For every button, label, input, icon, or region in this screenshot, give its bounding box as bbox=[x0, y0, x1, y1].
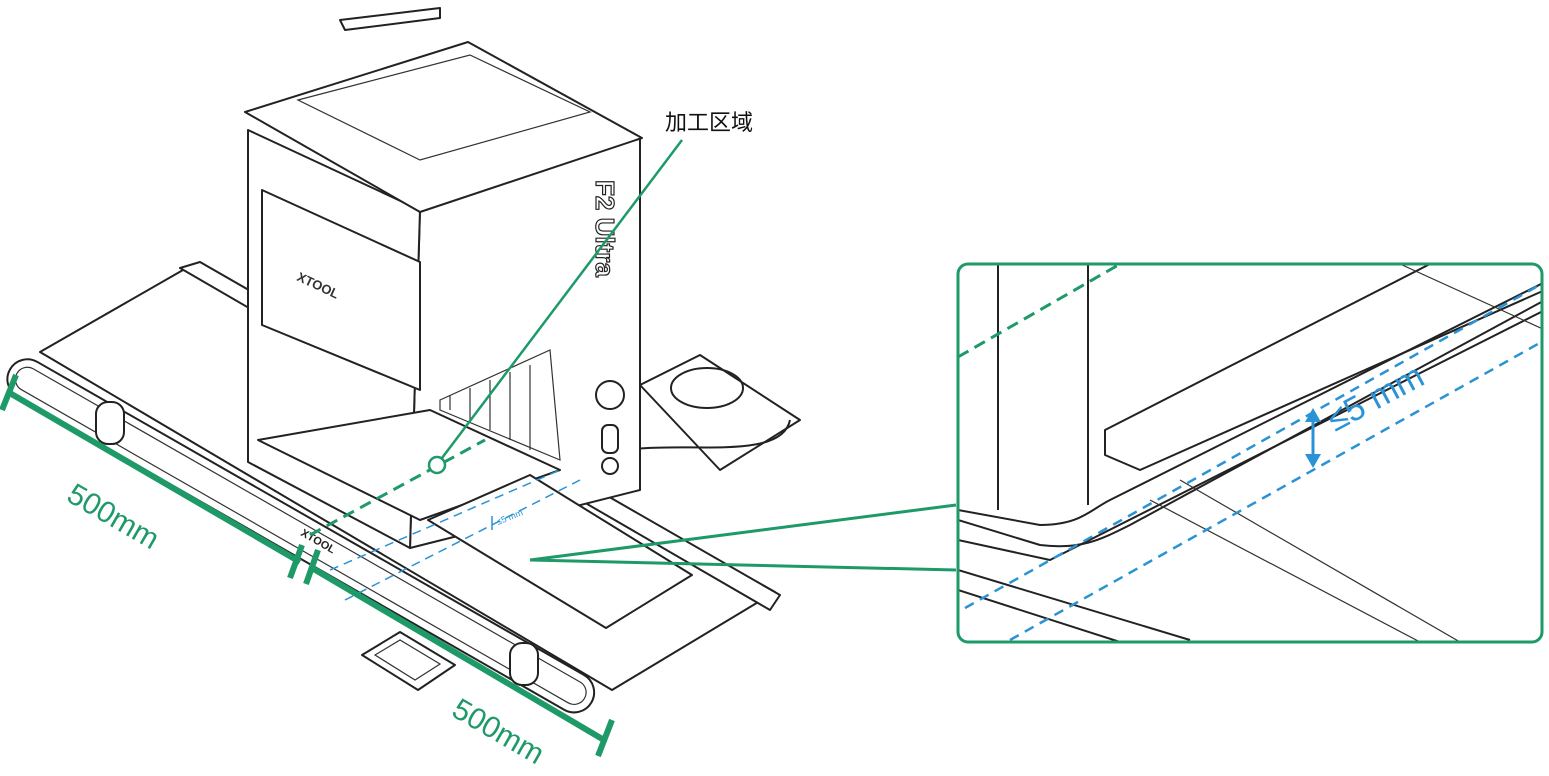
machine-lid bbox=[244, 41, 643, 213]
conveyor-foot-left bbox=[95, 401, 125, 445]
port-panel bbox=[601, 424, 619, 454]
dimension-label-right: 500mm bbox=[447, 692, 550, 771]
inset-frame bbox=[956, 262, 1544, 644]
lid-handle bbox=[339, 7, 441, 31]
conveyor-foot-right bbox=[509, 642, 539, 686]
detail-inset: ≤5 mm bbox=[956, 262, 1544, 644]
workpiece bbox=[427, 474, 693, 629]
machine-front-panel bbox=[261, 189, 421, 391]
control-pad bbox=[361, 631, 456, 691]
heat-sink bbox=[449, 365, 531, 450]
processing-area-marker bbox=[427, 455, 447, 475]
machine-bed bbox=[257, 409, 561, 521]
laser-machine: XTOOL F2 Ultra bbox=[244, 7, 643, 549]
dimension-label-left: 500mm bbox=[62, 477, 165, 556]
power-button bbox=[595, 380, 625, 410]
processing-area-label: 加工区域 bbox=[665, 111, 753, 136]
